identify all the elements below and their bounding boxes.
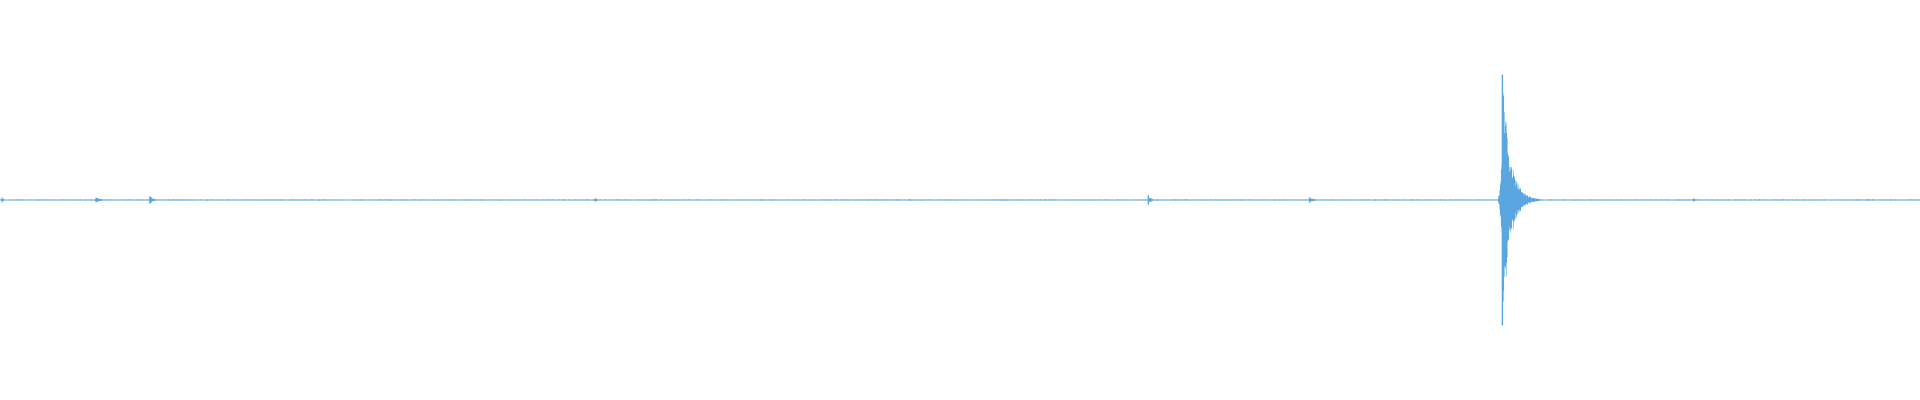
waveform-path xyxy=(0,93,1920,302)
waveform-series xyxy=(0,74,1920,326)
